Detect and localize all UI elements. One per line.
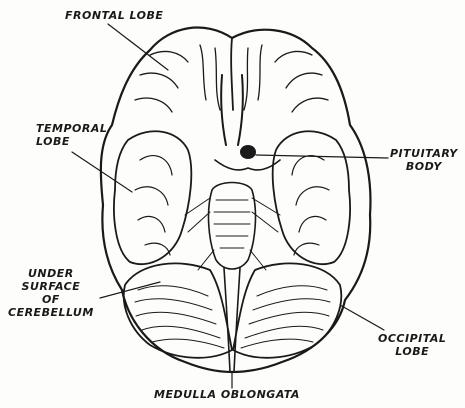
temporal-lobe-left	[114, 131, 191, 264]
leader-pituitary	[256, 155, 388, 158]
cerebellum-right	[233, 263, 341, 357]
frontal-lobe-label: FRONTAL LOBE	[65, 9, 163, 22]
under-surface-of-cerebellum-label: UNDER SURFACE OF CEREBELLUM	[8, 267, 94, 319]
cranial-nerves	[185, 198, 280, 270]
leader-occipital	[340, 305, 384, 330]
cerebellum-left	[124, 263, 232, 357]
pons-fibers	[214, 200, 250, 248]
medulla-oblongata-label: MEDULLA OBLONGATA	[154, 388, 300, 401]
pituitary-body-label: PITUITARY BODY	[390, 147, 458, 173]
occipital-lobe-label-line: OCCIPITAL	[378, 332, 446, 345]
temporal-gyri-left	[135, 156, 172, 255]
occipital-lobe-label: OCCIPITAL LOBE	[378, 332, 446, 358]
pituitary-body-mark	[240, 145, 256, 159]
temporal-lobe-label-line: TEMPORAL	[36, 122, 107, 135]
cerebellum-label-line: SURFACE	[8, 280, 94, 293]
longitudinal-fissure	[231, 38, 233, 110]
pituitary-body-label-line: PITUITARY	[390, 147, 458, 160]
cerebellum-label-line: OF	[8, 293, 94, 306]
medulla	[224, 268, 240, 372]
frontal-gyri-right	[244, 45, 328, 112]
optic-nerves	[215, 160, 280, 170]
temporal-lobe-right	[273, 131, 350, 264]
temporal-lobe-label: TEMPORAL LOBE	[36, 122, 107, 148]
cerebellum-label-line: CEREBELLUM	[8, 306, 94, 319]
cerebellum-folia-right	[241, 286, 330, 348]
temporal-gyri-right	[292, 156, 329, 255]
occipital-lobe-label-line: LOBE	[378, 345, 446, 358]
pituitary-body-label-line: BODY	[390, 160, 458, 173]
pons	[209, 183, 256, 270]
leader-cerebellum	[100, 282, 160, 298]
cerebellum-label-line: UNDER	[8, 267, 94, 280]
temporal-lobe-label-line: LOBE	[36, 135, 107, 148]
